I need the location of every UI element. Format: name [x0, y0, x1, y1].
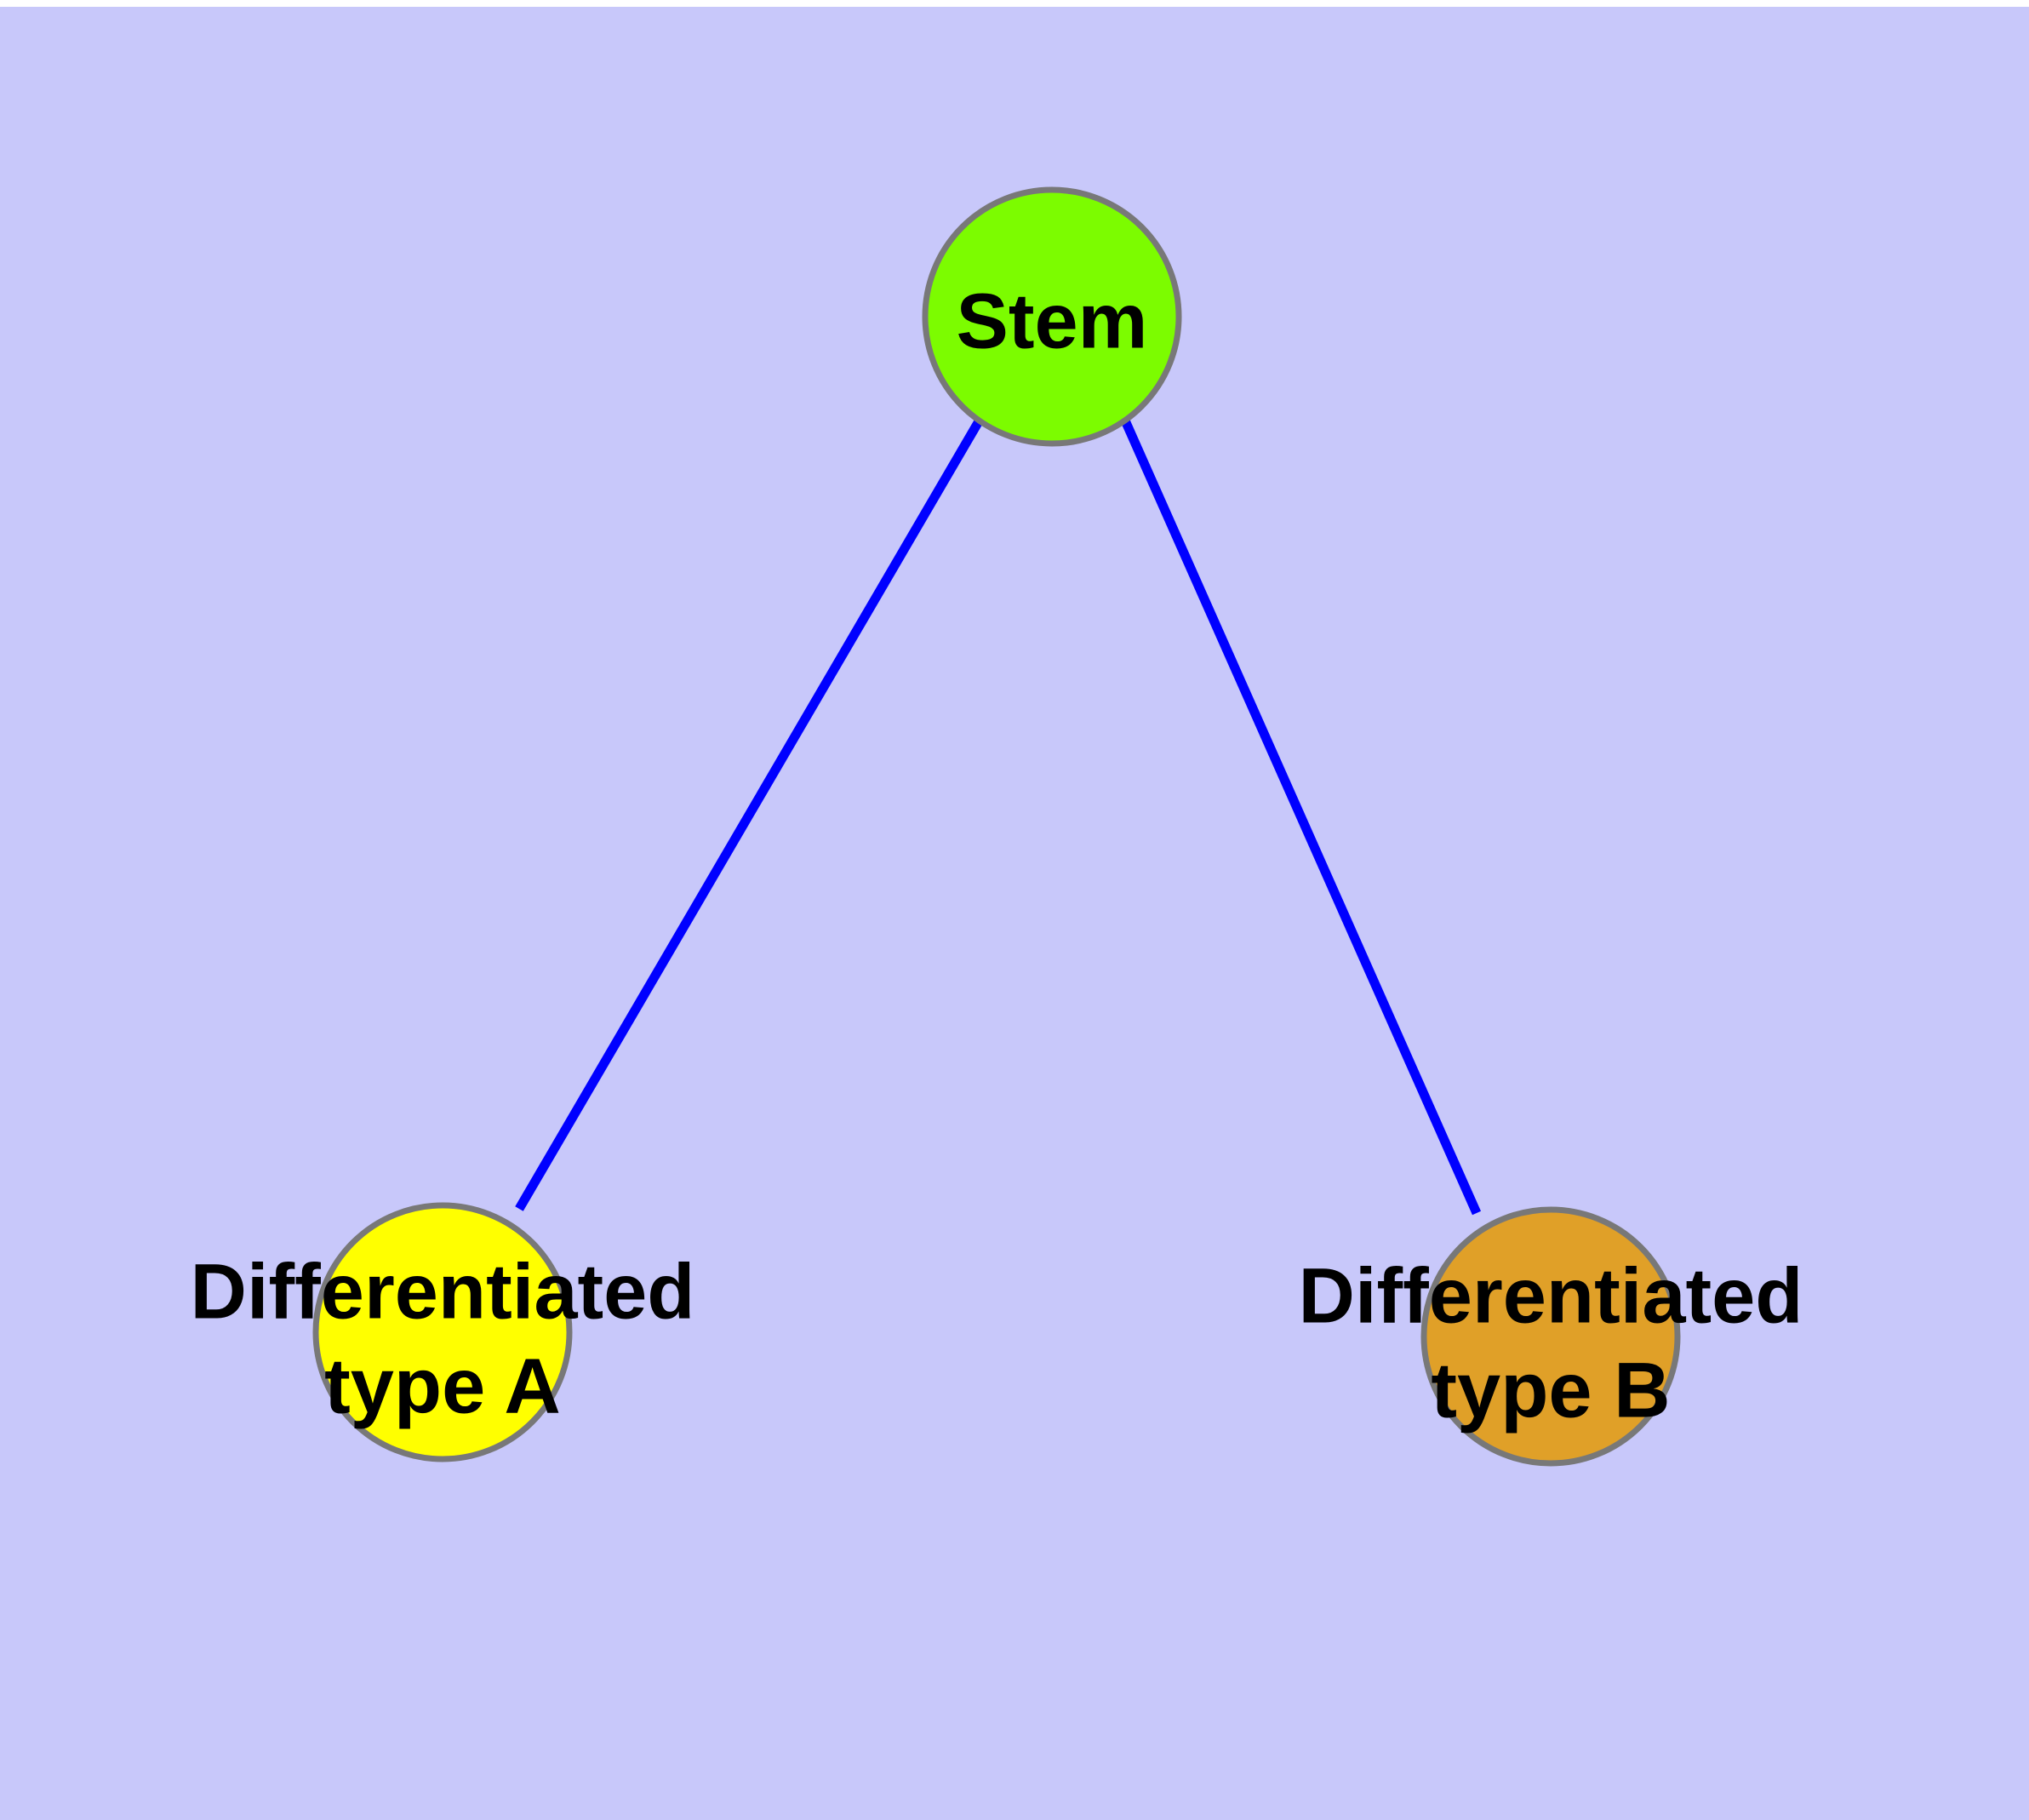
node-differentiated-type-b-label-line1: Differentiated: [1299, 1252, 1803, 1339]
node-layer: Stem Differentiated type A Differentiate…: [191, 186, 1803, 1467]
node-differentiated-type-a-label-line1: Differentiated: [191, 1248, 695, 1335]
edge-layer: [515, 418, 1482, 1216]
node-differentiated-type-a-circle[interactable]: [312, 1202, 573, 1462]
node-differentiated-type-a[interactable]: Differentiated type A: [191, 1202, 695, 1462]
node-differentiated-type-b-circle[interactable]: [1420, 1206, 1681, 1467]
node-differentiated-type-a-label-line2: type A: [324, 1342, 561, 1429]
node-stem[interactable]: Stem: [922, 186, 1182, 447]
node-stem-label: Stem: [957, 278, 1148, 364]
edge-stem-to-differentiated-type-b[interactable]: [1120, 418, 1482, 1216]
node-differentiated-type-b-label-line2: type B: [1431, 1347, 1670, 1434]
edge-stem-to-differentiated-type-a[interactable]: [515, 419, 983, 1211]
node-differentiated-type-b[interactable]: Differentiated type B: [1299, 1206, 1803, 1467]
node-stem-circle[interactable]: [922, 186, 1182, 447]
